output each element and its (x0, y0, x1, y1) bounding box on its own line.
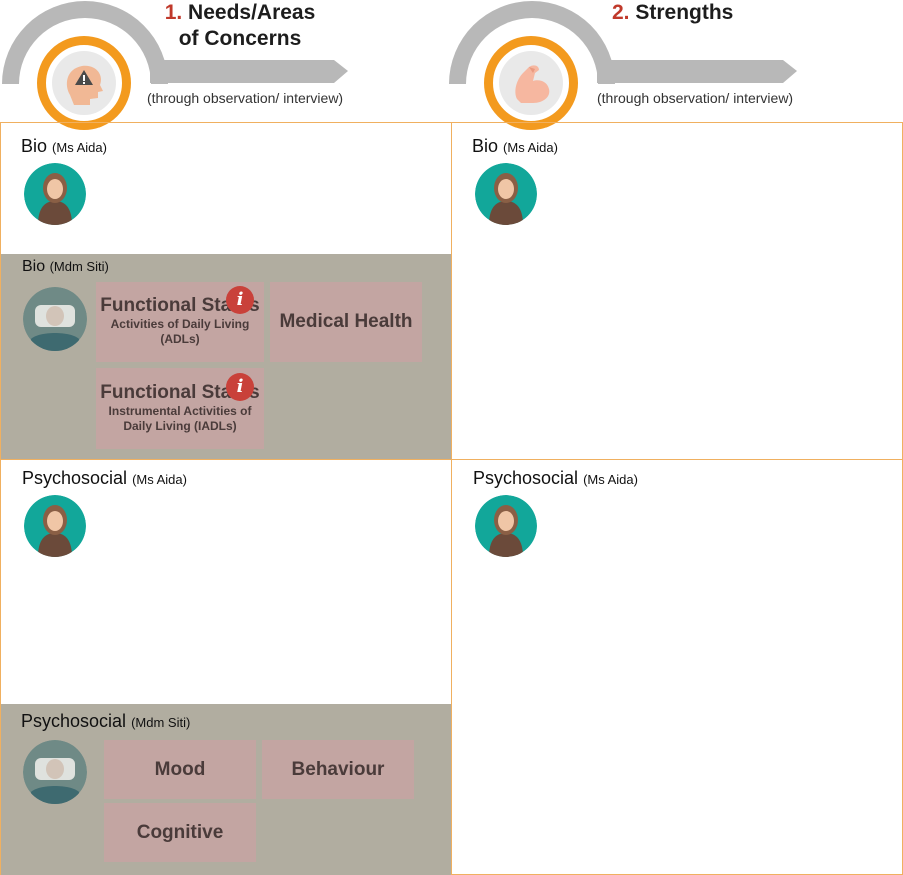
strengths-title-text: Strengths (635, 1, 734, 24)
tile-subtitle: Activities of Daily Living (ADLs) (110, 317, 250, 346)
strengths-arc (449, 1, 615, 84)
tile-title: Mood (154, 758, 206, 780)
tile-medical-health[interactable]: Medical Health (270, 282, 422, 362)
needs-title-line1: Needs/Areas (188, 1, 316, 24)
tile-title: Functional Status (100, 295, 260, 316)
avatar-ms-aida (24, 163, 86, 225)
needs-title-line2: of Concerns (178, 27, 302, 50)
strengths-number: 2. (612, 1, 630, 24)
avatar-ms-aida (475, 163, 537, 225)
strengths-bio-aida-label: Bio (Ms Aida) (472, 136, 558, 157)
person-name: (Mdm Siti) (131, 715, 191, 730)
tile-title: Cognitive (136, 821, 224, 843)
head-warning-icon (52, 51, 116, 115)
needs-subtitle: (through observation/ interview) (147, 90, 344, 106)
strengths-title: 2. Strengths (612, 0, 752, 26)
person-name: (Ms Aida) (132, 472, 187, 487)
person-name: (Ms Aida) (52, 140, 107, 155)
strengths-arrow (597, 60, 797, 83)
person-name: (Ms Aida) (503, 140, 558, 155)
needs-number: 1. (164, 1, 183, 24)
needs-arc (2, 1, 168, 85)
section-title: Psychosocial (21, 711, 127, 731)
info-icon[interactable]: i (226, 286, 254, 314)
needs-title: 1. Needs/Areas of Concerns (150, 0, 330, 52)
tile-functional-status-adl[interactable]: Functional Status Activities of Daily Li… (96, 282, 264, 362)
section-title: Bio (472, 136, 499, 156)
tile-title: Medical Health (279, 311, 413, 332)
needs-bio-siti-label: Bio (Mdm Siti) (22, 258, 109, 276)
tile-functional-status-iadl[interactable]: Functional Status Instrumental Activitie… (96, 368, 264, 449)
section-title: Bio (22, 258, 46, 275)
needs-bio-aida-label: Bio (Ms Aida) (21, 136, 107, 157)
needs-arrow (150, 60, 348, 83)
tile-mood[interactable]: Mood (104, 740, 256, 799)
section-title: Psychosocial (473, 468, 579, 488)
strengths-subtitle: (through observation/ interview) (597, 90, 794, 106)
tile-title: Functional Status (100, 381, 260, 403)
avatar-mdm-siti (23, 287, 87, 351)
flexed-arm-icon (499, 51, 563, 115)
tile-title: Behaviour (291, 758, 385, 780)
header-graphics (2, 1, 797, 85)
person-name: (Mdm Siti) (49, 259, 109, 274)
section-title: Bio (21, 136, 48, 156)
avatar-mdm-siti (23, 740, 87, 804)
person-name: (Ms Aida) (583, 472, 638, 487)
info-icon[interactable]: i (226, 373, 254, 401)
avatar-ms-aida (24, 495, 86, 557)
needs-psy-aida-label: Psychosocial (Ms Aida) (22, 468, 187, 489)
section-title: Psychosocial (22, 468, 128, 488)
tile-cognitive[interactable]: Cognitive (104, 803, 256, 862)
needs-icon-ring (37, 36, 131, 130)
strengths-icon-ring (484, 36, 578, 130)
tile-subtitle: Instrumental Activities of Daily Living … (108, 403, 252, 433)
avatar-ms-aida (475, 495, 537, 557)
tile-behaviour[interactable]: Behaviour (262, 740, 414, 799)
needs-psy-siti-label: Psychosocial (Mdm Siti) (21, 711, 190, 732)
strengths-psy-aida-label: Psychosocial (Ms Aida) (473, 468, 638, 489)
